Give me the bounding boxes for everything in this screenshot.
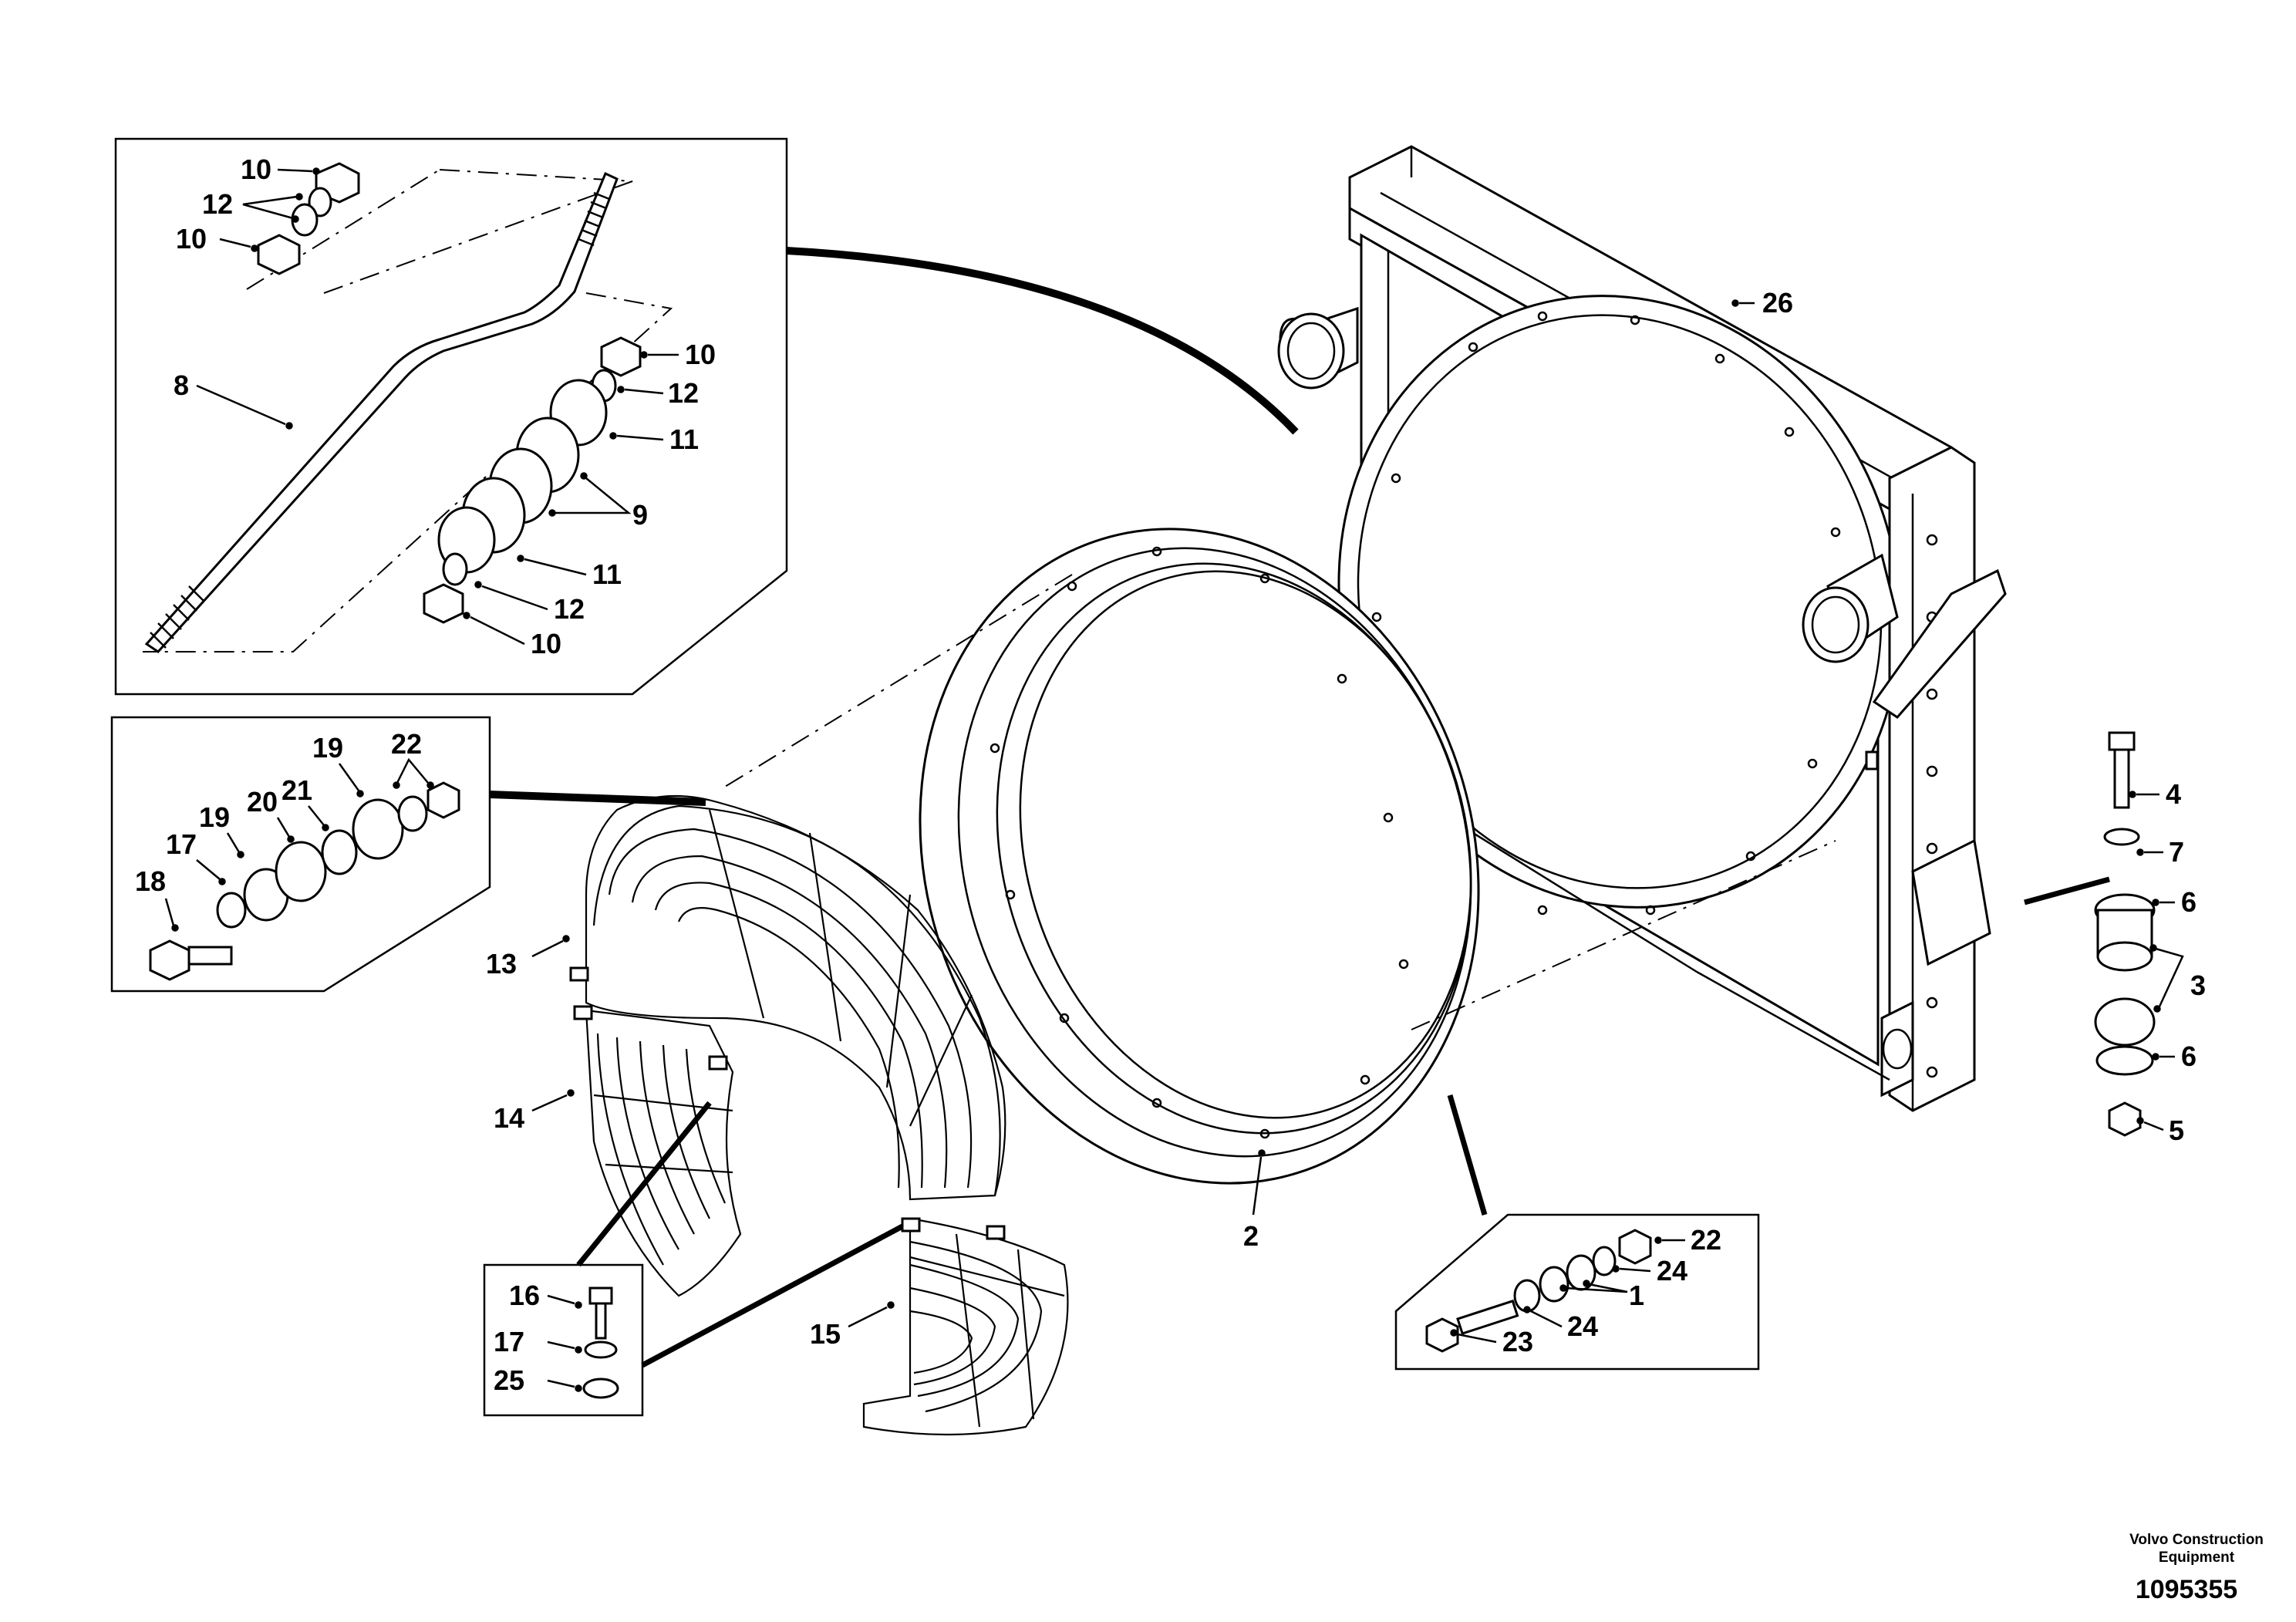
callout-inset1-10-second: 10 bbox=[176, 223, 207, 255]
callout-inset2-17: 17 bbox=[166, 828, 197, 860]
callout-6-upper: 6 bbox=[2181, 886, 2197, 918]
callout-inset1-11-lower: 11 bbox=[592, 558, 622, 590]
callout-6-lower: 6 bbox=[2181, 1040, 2197, 1072]
company-name-line1: Volvo Construction bbox=[2129, 1532, 2264, 1548]
callout-5: 5 bbox=[2169, 1114, 2184, 1146]
callout-inset1-10-top: 10 bbox=[241, 153, 271, 185]
title-block: Volvo Construction Equipment 1095355 bbox=[2129, 1532, 2264, 1604]
inset-guard-bolt bbox=[483, 1101, 904, 1417]
callout-inset1-10-bottom: 10 bbox=[531, 628, 561, 659]
callout-2: 2 bbox=[1243, 1220, 1259, 1252]
callout-inset2-19-lower: 19 bbox=[199, 801, 230, 833]
callout-inset1-9: 9 bbox=[632, 499, 648, 531]
callout-inset3-16: 16 bbox=[509, 1280, 540, 1311]
callout-inset2-20: 20 bbox=[247, 786, 278, 818]
leader-lines bbox=[164, 167, 2184, 1392]
callout-inset4-24-upper: 24 bbox=[1657, 1255, 1687, 1286]
callout-3: 3 bbox=[2190, 969, 2206, 1001]
callout-4: 4 bbox=[2166, 778, 2181, 810]
callout-inset1-10-right: 10 bbox=[685, 339, 716, 370]
callout-inset1-11-upper: 11 bbox=[669, 423, 699, 455]
callout-7: 7 bbox=[2169, 836, 2184, 868]
callout-inset2-21: 21 bbox=[282, 774, 312, 806]
callout-inset2-18: 18 bbox=[135, 865, 166, 897]
inset-shroud-bolt bbox=[1394, 1094, 1760, 1371]
callout-inset3-17: 17 bbox=[494, 1326, 524, 1357]
callout-15: 15 bbox=[810, 1318, 841, 1350]
company-name-line2: Equipment bbox=[2159, 1549, 2235, 1566]
callout-inset1-12-top: 12 bbox=[202, 188, 233, 220]
callout-inset2-19-upper: 19 bbox=[312, 732, 343, 764]
callout-13: 13 bbox=[486, 948, 517, 980]
callout-inset1-12-right: 12 bbox=[668, 377, 699, 409]
callout-inset1-12-lower: 12 bbox=[554, 593, 585, 625]
callout-inset2-22: 22 bbox=[391, 728, 422, 760]
inset-stay-rod bbox=[114, 137, 1299, 696]
isolator-mount-stack bbox=[2024, 731, 2156, 1137]
callout-26: 26 bbox=[1762, 287, 1793, 319]
inset-guard-mount bbox=[110, 716, 706, 993]
callout-inset4-22: 22 bbox=[1691, 1224, 1721, 1256]
fan-guard-grille bbox=[569, 794, 1069, 1436]
callout-14: 14 bbox=[494, 1102, 524, 1134]
callout-inset3-25: 25 bbox=[494, 1364, 524, 1396]
callout-inset4-23: 23 bbox=[1502, 1326, 1533, 1357]
callout-labels: 26 2 13 14 15 4 7 6 3 6 5 10 12 10 8 10 … bbox=[135, 153, 2206, 1396]
callout-inset4-24-lower: 24 bbox=[1567, 1310, 1598, 1342]
drawing-number: 1095355 bbox=[2136, 1575, 2237, 1604]
radiator-assembly bbox=[1277, 145, 2007, 1112]
callout-inset4-1: 1 bbox=[1629, 1280, 1644, 1311]
callout-inset1-8: 8 bbox=[174, 369, 189, 401]
